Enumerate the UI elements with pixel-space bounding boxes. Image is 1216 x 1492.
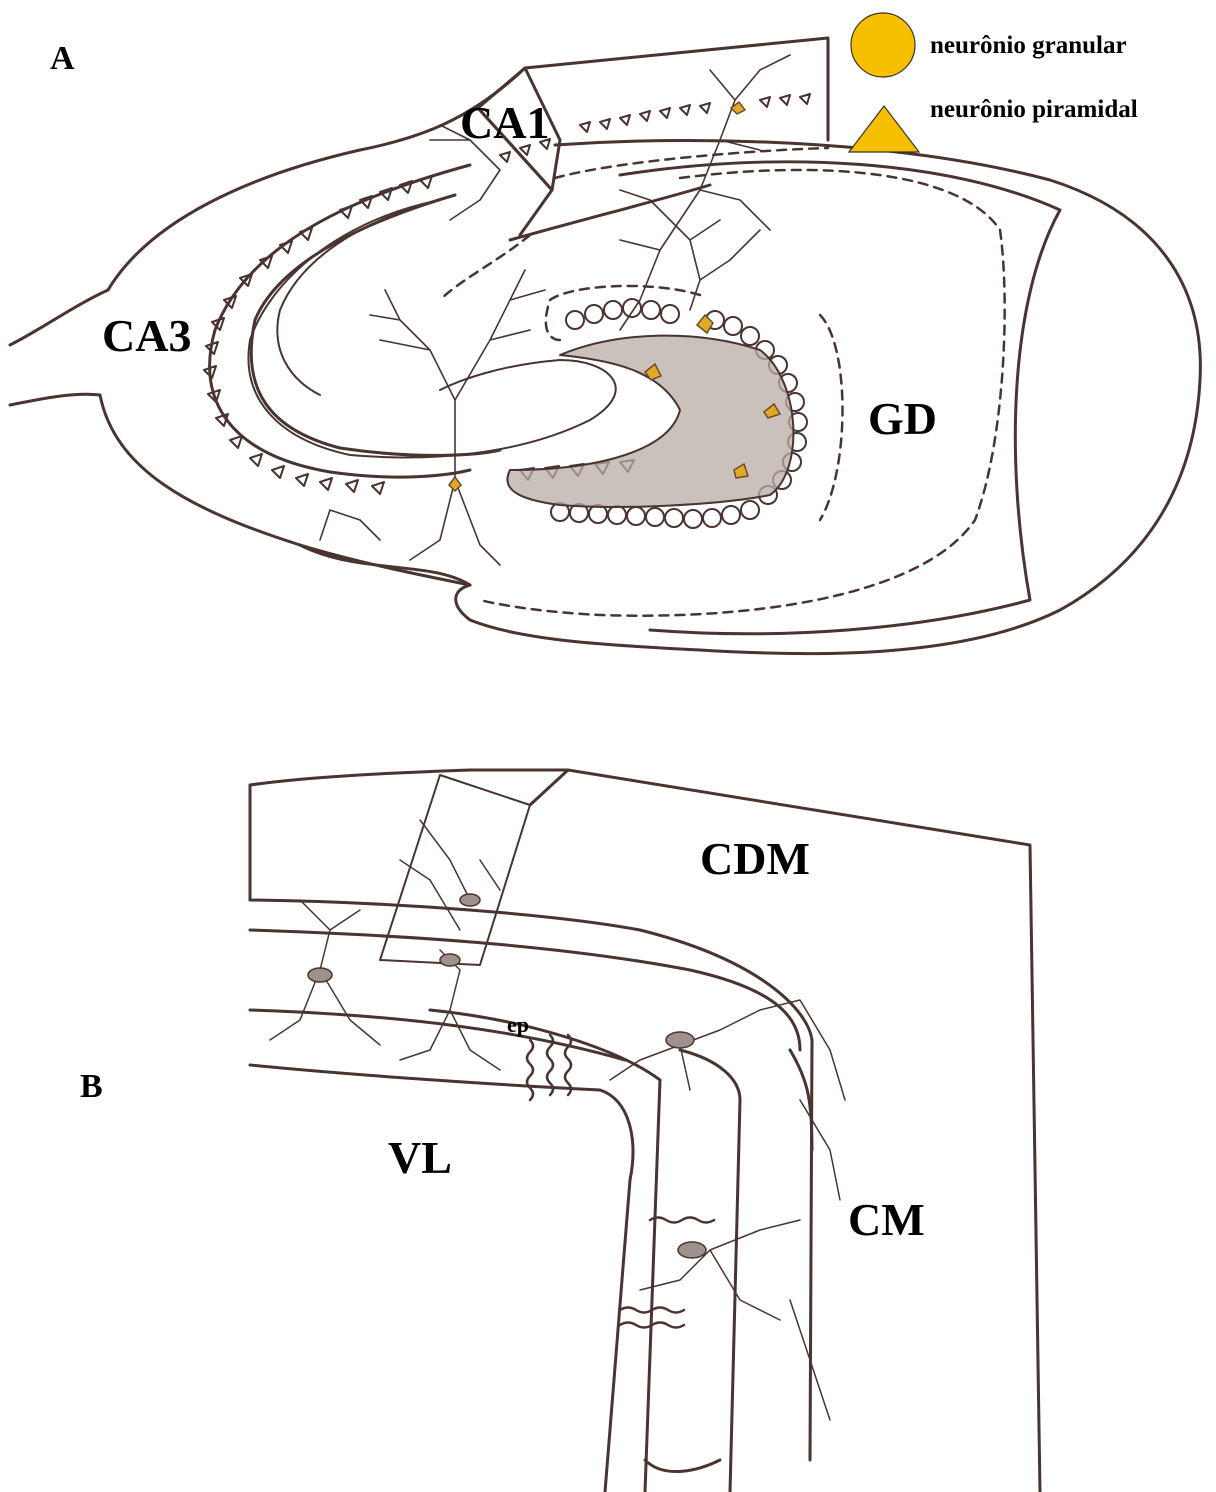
- granular-legend-circle: [851, 13, 915, 77]
- cdm-label: CDM: [700, 836, 810, 882]
- ep-label: ep: [507, 1014, 529, 1036]
- granular-legend-text: neurônio granular: [930, 33, 1127, 58]
- panel-b-label: B: [80, 1070, 103, 1104]
- legend-shapes: [849, 13, 919, 152]
- ca1-slab: [478, 68, 710, 240]
- panel-a-label: A: [50, 42, 75, 76]
- cm-label: CM: [848, 1197, 925, 1243]
- pyramidal-legend-text: neurônio piramidal: [930, 97, 1138, 122]
- gd-label: GD: [868, 396, 937, 442]
- ca1-label: CA1: [460, 100, 549, 146]
- ca3-label: CA3: [102, 313, 191, 359]
- pyramidal-band: [210, 165, 616, 477]
- panel-b-outline: [250, 770, 1040, 1492]
- pyramidal-legend-triangle: [849, 106, 919, 152]
- panel-b-dendrites: [270, 820, 845, 1420]
- vl-label: VL: [388, 1135, 452, 1181]
